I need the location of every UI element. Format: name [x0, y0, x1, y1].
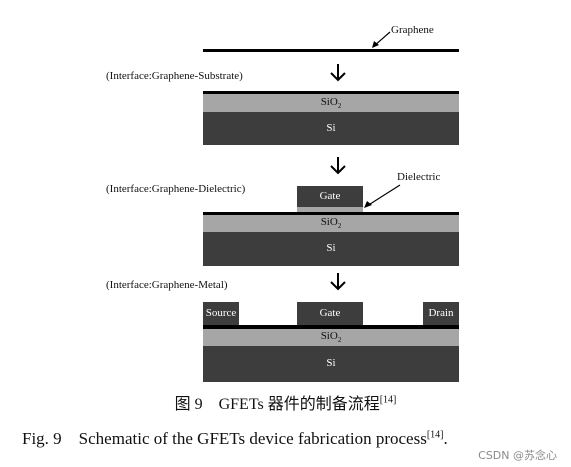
caption-chinese-text: 图 9 GFETs 器件的制备流程 — [174, 396, 380, 413]
interface-label-dielectric: (Interface:Graphene-Dielectric) — [106, 183, 246, 195]
caption-english-ref: [14] — [426, 429, 444, 441]
sio2-layer: SiO2 — [203, 94, 459, 112]
sio2-label-2: SiO2 — [320, 216, 342, 231]
interface-label-metal: (Interface:Graphene-Metal) — [106, 279, 228, 291]
graphene-layer-3 — [203, 325, 459, 329]
sio2-label: SiO2 — [320, 96, 342, 111]
si-label-3: Si — [326, 357, 336, 369]
source-label: Source — [205, 307, 237, 319]
gate-label-3: Gate — [319, 307, 341, 319]
caption-english-end: . — [443, 429, 448, 448]
sio2-label-3: SiO2 — [320, 330, 342, 345]
gate-electrode: Gate — [297, 186, 363, 207]
graphene-pointer-arrow — [372, 31, 391, 48]
graphene-layer — [203, 91, 459, 94]
drain-label: Drain — [428, 307, 454, 319]
graphene-layer-2 — [203, 212, 459, 215]
watermark: CSDN @苏念心 — [478, 449, 557, 462]
graphene-sheet — [203, 49, 459, 52]
si-substrate-2: Si — [203, 232, 459, 266]
caption-english: Fig. 9 Schematic of the GFETs device fab… — [22, 424, 448, 449]
gate-label: Gate — [319, 190, 341, 202]
caption-english-text: Fig. 9 Schematic of the GFETs device fab… — [22, 429, 427, 448]
graphene-label: Graphene — [391, 24, 434, 36]
process-arrow-1 — [330, 64, 346, 82]
si-substrate: Si — [203, 112, 459, 145]
si-substrate-3: Si — [203, 346, 459, 382]
dielectric-label: Dielectric — [397, 171, 441, 183]
sio2-layer-2: SiO2 — [203, 215, 459, 232]
si-label-2: Si — [326, 242, 336, 254]
caption-chinese-ref: [14] — [379, 394, 397, 406]
process-arrow-3 — [330, 273, 346, 291]
drain-electrode: Drain — [423, 302, 459, 325]
si-label: Si — [326, 122, 336, 134]
caption-chinese: 图 9 GFETs 器件的制备流程[14] — [0, 390, 571, 414]
dielectric-layer — [297, 207, 363, 212]
source-electrode: Source — [203, 302, 239, 325]
process-arrow-2 — [330, 157, 346, 175]
sio2-layer-3: SiO2 — [203, 329, 459, 346]
interface-label-substrate: (Interface:Graphene-Substrate) — [106, 70, 243, 82]
dielectric-pointer-arrow — [364, 184, 401, 208]
gate-electrode-3: Gate — [297, 302, 363, 325]
